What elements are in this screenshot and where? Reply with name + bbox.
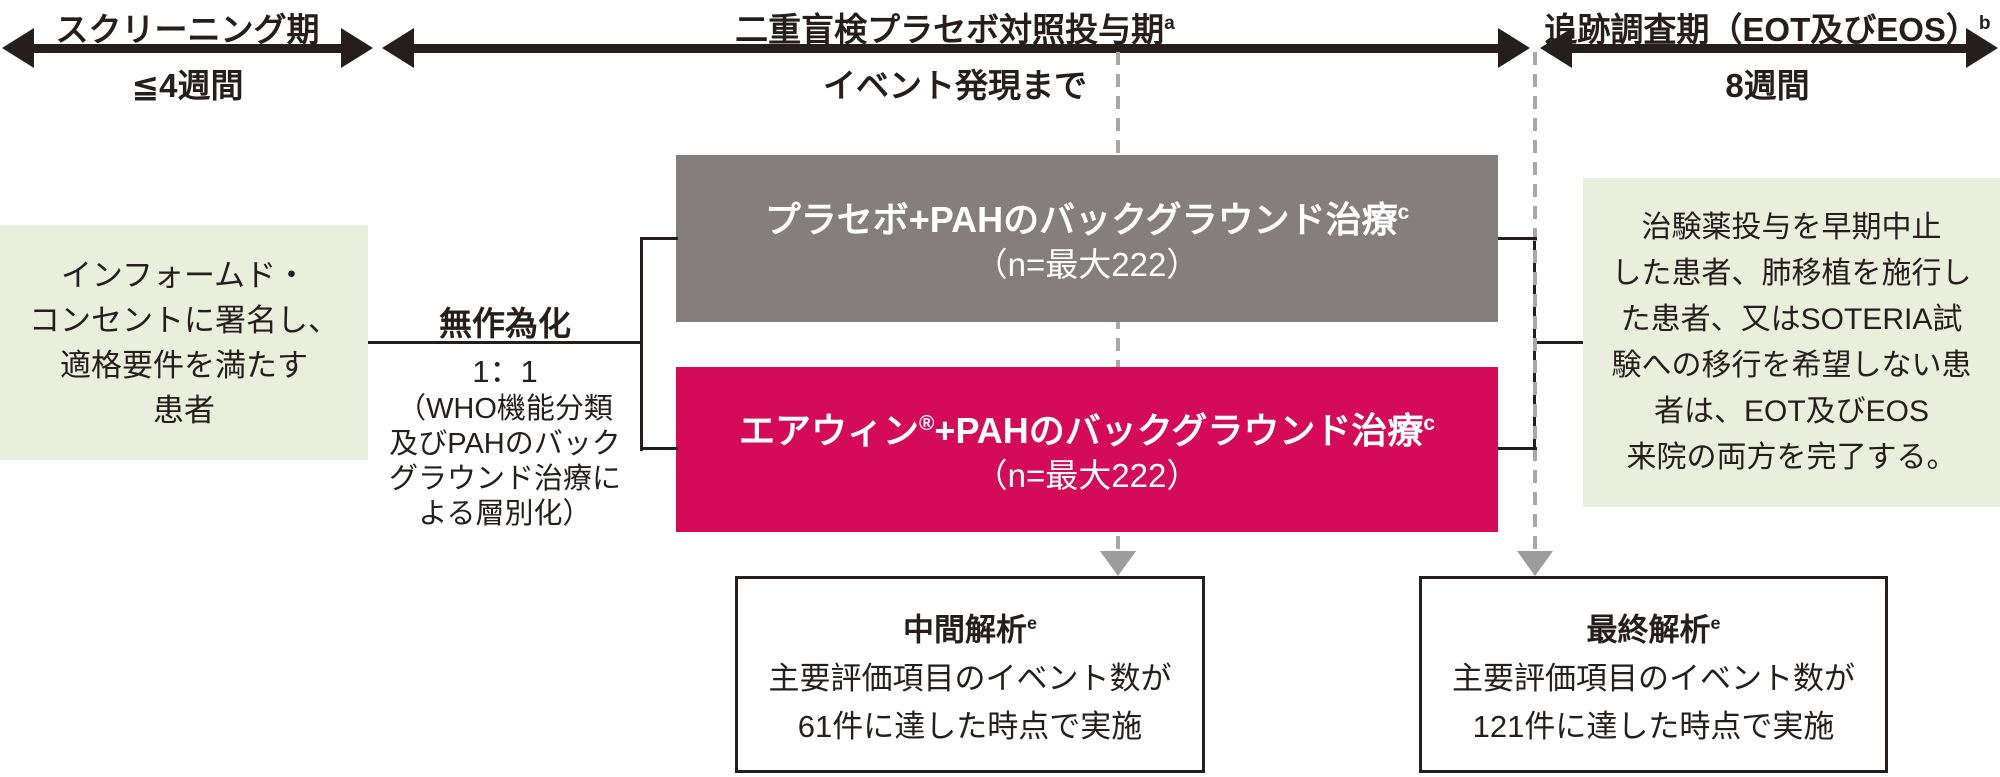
timeline-followup-arrow <box>1548 44 1972 53</box>
arrowhead-right-icon <box>341 28 373 68</box>
eligibility-box: インフォームド・ コンセントに署名し、 適格要件を満たす 患者 <box>0 225 368 460</box>
arm-superscript: c <box>1397 201 1410 224</box>
arrowhead-right-icon <box>1966 28 1998 68</box>
timeline-treatment-arrow <box>390 44 1508 53</box>
followup-text: 治験薬投与を早期中止 した患者、肺移植を施行し た患者、又はSOTERIA試 験… <box>1612 205 1972 481</box>
eligibility-line: インフォームド・ <box>60 257 308 293</box>
active-arm-n: （n=最大222） <box>974 457 1200 494</box>
analysis-line: 61件に達した時点で実施 <box>797 709 1143 745</box>
final-analysis-title: 最終解析e <box>1587 598 1721 655</box>
followup-line: 者は、EOT及びEOS <box>1653 394 1930 428</box>
final-analysis-box: 最終解析e 主要評価項目のイベント数が 121件に達した時点で実施 <box>1419 576 1888 773</box>
connector-eligibility-to-randomization <box>368 341 642 344</box>
randomization-title-text: 無作為化 <box>439 305 571 342</box>
down-arrow-icon <box>1517 551 1553 576</box>
stratification-line: グラウンド治療に <box>388 463 621 495</box>
phase-duration-screening: ≦4週間 <box>131 67 244 104</box>
interim-analysis-title: 中間解析e <box>903 598 1037 655</box>
connector-to-active-arm <box>642 447 678 450</box>
phase-title-text: スクリーニング期 <box>55 11 320 48</box>
phase-label-screening: スクリーニング期 <box>0 6 375 48</box>
interim-analysis-box: 中間解析e 主要評価項目のイベント数が 61件に達した時点で実施 <box>735 576 1205 773</box>
connector-bracket-to-followup-box <box>1537 341 1583 344</box>
followup-line: 験への移行を希望しない患 <box>1611 348 1972 382</box>
final-analysis-dropline <box>1533 52 1537 552</box>
arm-title-text: +PAHのバックグラウンド治療 <box>934 410 1424 451</box>
randomization-branch-vertical-line <box>640 237 643 451</box>
eligibility-line: 患者 <box>153 392 215 428</box>
placebo-arm-n: （n=最大222） <box>974 246 1200 283</box>
analysis-superscript: e <box>1710 612 1721 633</box>
connector-active-to-bracket <box>1498 447 1537 450</box>
eligibility-line: 適格要件を満たす <box>60 347 308 383</box>
connector-placebo-to-bracket <box>1498 237 1537 240</box>
analysis-line: 主要評価項目のイベント数が <box>1452 661 1855 697</box>
analysis-superscript: e <box>1027 612 1037 633</box>
phase-duration-treatment: イベント発現まで <box>823 67 1087 104</box>
arrowhead-left-icon <box>2 28 34 68</box>
analysis-line: 主要評価項目のイベント数が <box>768 661 1172 697</box>
arm-brand-text: エアウィン <box>739 410 920 451</box>
eligibility-line: コンセントに署名し、 <box>29 302 339 338</box>
analysis-title-text: 最終解析 <box>1586 612 1711 648</box>
connector-to-placebo-arm <box>642 237 678 240</box>
active-arm-box: エアウィン®+PAHのバックグラウンド治療c （n=最大222） <box>676 367 1498 532</box>
stratification-line: 及びPAHのバック <box>389 428 621 460</box>
arrowhead-left-icon <box>382 28 414 68</box>
placebo-arm-box: プラセボ+PAHのバックグラウンド治療c （n=最大222） <box>676 155 1498 322</box>
arrowhead-left-icon <box>1540 28 1572 68</box>
phase-label-followup: 追跡調査期（EOT及びEOS）b <box>1535 6 2000 48</box>
analysis-line: 121件に達した時点で実施 <box>1472 709 1835 745</box>
down-arrow-icon <box>1100 551 1136 576</box>
arrowhead-right-icon <box>1498 28 1530 68</box>
randomization-ratio: 1：1 <box>472 354 538 389</box>
randomization-title: 無作為化 <box>368 297 642 345</box>
followup-box: 治験薬投与を早期中止 した患者、肺移植を施行し た患者、又はSOTERIA試 験… <box>1583 178 2000 507</box>
followup-line: した患者、肺移植を施行し <box>1611 256 1972 290</box>
phase-title-text: 追跡調査期（EOT及びEOS） <box>1544 11 1979 48</box>
analysis-title-text: 中間解析 <box>903 612 1027 648</box>
stratification-line: （WHO機能分類 <box>397 393 613 425</box>
timeline-screening-arrow <box>10 44 364 53</box>
randomization-details: 1：1 （WHO機能分類 及びPAHのバック グラウンド治療に よる層別化） <box>352 352 658 532</box>
phase-superscript: b <box>1978 13 1991 34</box>
stratification-line: よる層別化） <box>418 498 592 530</box>
arm-superscript: c <box>1423 412 1435 435</box>
eligibility-text: インフォームド・ コンセントに署名し、 適格要件を満たす 患者 <box>29 253 339 433</box>
registered-mark-icon: ® <box>919 412 935 435</box>
arm-title-text: プラセボ+PAHのバックグラウンド治療 <box>764 199 1398 240</box>
phase-superscript: a <box>1164 13 1175 34</box>
followup-line: た患者、又はSOTERIA試 <box>1620 302 1963 336</box>
phase-duration-followup: 8週間 <box>1725 67 1810 104</box>
followup-line: 治験薬投与を早期中止 <box>1641 210 1942 244</box>
placebo-arm-title: プラセボ+PAHのバックグラウンド治療c <box>765 190 1410 243</box>
followup-line: 来院の両方を完了する。 <box>1626 440 1957 474</box>
active-arm-title: エアウィン®+PAHのバックグラウンド治療c <box>739 401 1435 454</box>
phase-label-treatment: 二重盲検プラセボ対照投与期a <box>375 6 1535 48</box>
phase-title-text: 二重盲検プラセボ対照投与期 <box>735 11 1165 48</box>
